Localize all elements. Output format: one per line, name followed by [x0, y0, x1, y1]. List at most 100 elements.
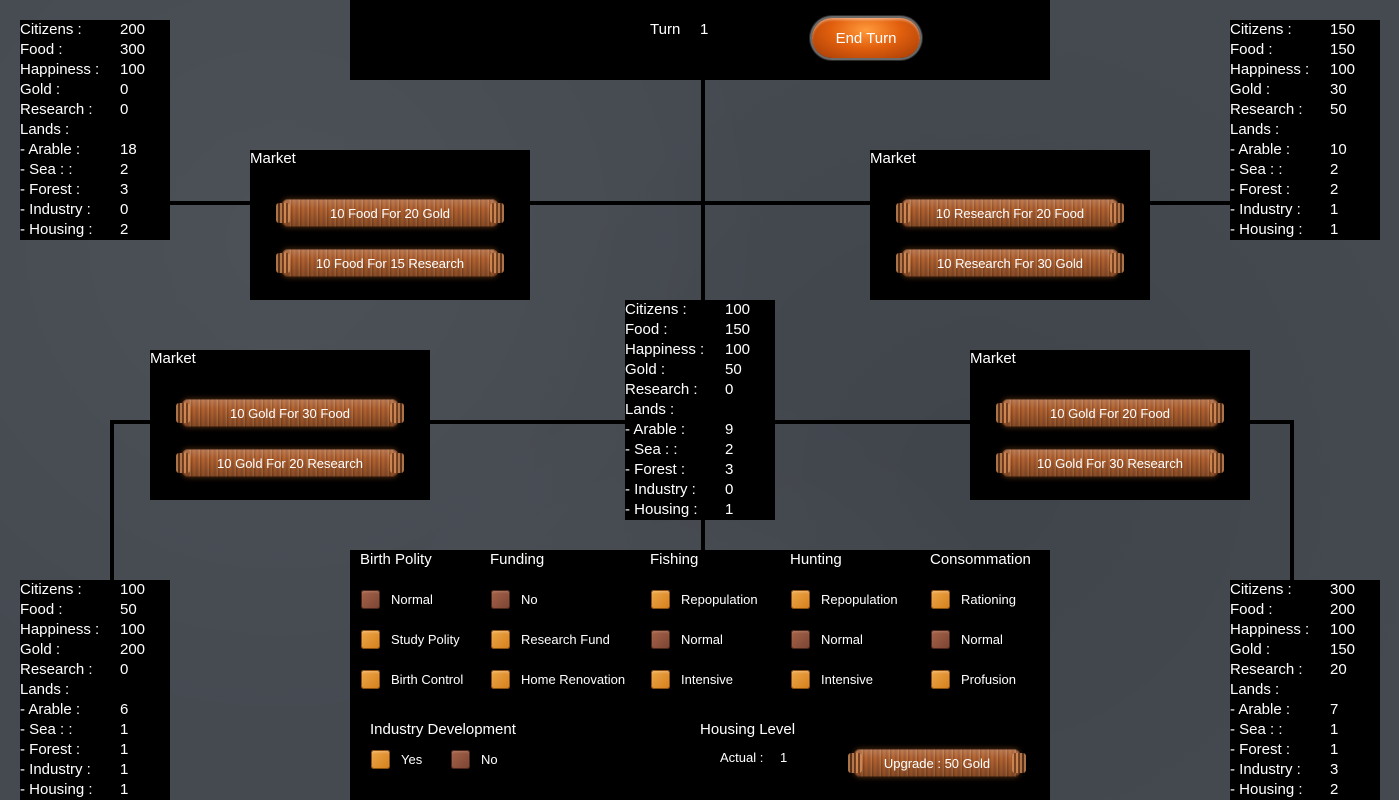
hunting-option-normal[interactable]: Normal: [791, 630, 863, 649]
trade-button[interactable]: 10 Gold For 20 Research: [176, 449, 404, 477]
industry-option-yes[interactable]: Yes: [371, 750, 422, 769]
checkbox[interactable]: [491, 670, 510, 689]
gold-label: Gold :: [1230, 81, 1271, 98]
birth-polity-option-normal[interactable]: Normal: [361, 590, 433, 609]
checkbox[interactable]: [371, 750, 390, 769]
citizens-value: 300: [1330, 581, 1356, 598]
city-stats-top-left: Citizens :200 Food :300 Happiness :100 G…: [20, 20, 170, 240]
research-label: Research :: [1230, 661, 1303, 678]
industry-label: - Industry :: [20, 201, 91, 218]
sea-value: 1: [1330, 721, 1339, 738]
forest-label: - Forest :: [20, 181, 81, 198]
trade-button[interactable]: 10 Gold For 20 Food: [996, 399, 1224, 427]
birth-polity-option-control[interactable]: Birth Control: [361, 670, 463, 689]
industry-value: 1: [1330, 201, 1339, 218]
housing-label: - Housing :: [625, 501, 698, 518]
housing-actual-value: 1: [780, 750, 788, 765]
market-mid-left: Market 10 Gold For 30 Food 10 Gold For 2…: [150, 350, 430, 500]
checkbox[interactable]: [931, 630, 950, 649]
research-label: Research :: [1230, 101, 1303, 118]
checkbox[interactable]: [931, 670, 950, 689]
consommation-title: Consommation: [930, 551, 1031, 568]
turn-bar: Turn 1: [350, 0, 1050, 80]
option-label: Normal: [961, 632, 1003, 647]
forest-label: - Forest :: [20, 741, 81, 758]
checkbox[interactable]: [651, 590, 670, 609]
housing-value: 2: [120, 221, 129, 238]
birth-polity-option-study[interactable]: Study Polity: [361, 630, 460, 649]
industry-development-title: Industry Development: [370, 721, 516, 738]
trade-button[interactable]: 10 Gold For 30 Research: [996, 449, 1224, 477]
happiness-value: 100: [1330, 61, 1356, 78]
checkbox[interactable]: [491, 590, 510, 609]
checkbox[interactable]: [361, 630, 380, 649]
arable-label: - Arable :: [1230, 701, 1291, 718]
trade-button[interactable]: 10 Food For 20 Gold: [276, 199, 504, 227]
trade-label: 10 Gold For 20 Food: [1050, 405, 1170, 421]
option-label: Repopulation: [681, 592, 758, 607]
happiness-label: Happiness :: [625, 341, 705, 358]
funding-option-no[interactable]: No: [491, 590, 538, 609]
option-label: Normal: [681, 632, 723, 647]
checkbox[interactable]: [791, 590, 810, 609]
fishing-option-normal[interactable]: Normal: [651, 630, 723, 649]
checkbox[interactable]: [361, 670, 380, 689]
hunting-option-intensive[interactable]: Intensive: [791, 670, 873, 689]
arable-label: - Arable :: [625, 421, 686, 438]
policy-panel: Birth Polity Funding Fishing Hunting Con…: [350, 550, 1050, 800]
consommation-option-normal[interactable]: Normal: [931, 630, 1003, 649]
industry-value: 0: [725, 481, 734, 498]
consommation-option-rationing[interactable]: Rationing: [931, 590, 1016, 609]
checkbox[interactable]: [651, 630, 670, 649]
checkbox[interactable]: [361, 590, 380, 609]
fishing-option-repopulation[interactable]: Repopulation: [651, 590, 758, 609]
gold-value: 0: [120, 81, 129, 98]
citizens-value: 100: [120, 581, 146, 598]
gold-label: Gold :: [20, 81, 61, 98]
trade-button[interactable]: 10 Research For 20 Food: [896, 199, 1124, 227]
option-label: Birth Control: [391, 672, 464, 687]
research-value: 20: [1330, 661, 1347, 678]
forest-value: 1: [120, 741, 129, 758]
industry-value: 0: [120, 201, 129, 218]
option-label: Intensive: [681, 672, 734, 687]
funding-option-home[interactable]: Home Renovation: [491, 670, 625, 689]
hunting-option-repopulation[interactable]: Repopulation: [791, 590, 898, 609]
fishing-option-intensive[interactable]: Intensive: [651, 670, 733, 689]
trade-button[interactable]: 10 Research For 30 Gold: [896, 249, 1124, 277]
happiness-value: 100: [725, 341, 751, 358]
arable-value: 9: [725, 421, 734, 438]
lands-label: Lands :: [1230, 121, 1280, 138]
forest-value: 2: [1330, 181, 1339, 198]
funding-option-research[interactable]: Research Fund: [491, 630, 610, 649]
market-title: Market: [150, 350, 196, 367]
happiness-label: Happiness :: [1230, 621, 1310, 638]
consommation-option-profusion[interactable]: Profusion: [931, 670, 1016, 689]
trade-button[interactable]: 10 Food For 15 Research: [276, 249, 504, 277]
citizens-label: Citizens :: [1230, 21, 1292, 38]
forest-value: 1: [1330, 741, 1339, 758]
research-label: Research :: [20, 661, 93, 678]
option-label: Profusion: [961, 672, 1016, 687]
sea-label: - Sea : :: [1230, 161, 1283, 178]
checkbox[interactable]: [451, 750, 470, 769]
market-mid-right: Market 10 Gold For 20 Food 10 Gold For 3…: [970, 350, 1250, 500]
checkbox[interactable]: [491, 630, 510, 649]
option-label: Repopulation: [821, 592, 898, 607]
housing-value: 1: [120, 781, 129, 798]
industry-option-no[interactable]: No: [451, 750, 498, 769]
food-value: 200: [1330, 601, 1356, 618]
checkbox[interactable]: [651, 670, 670, 689]
hunting-title: Hunting: [790, 551, 842, 568]
checkbox[interactable]: [931, 590, 950, 609]
forest-label: - Forest :: [1230, 741, 1291, 758]
trade-label: 10 Gold For 30 Food: [230, 405, 350, 421]
checkbox[interactable]: [791, 670, 810, 689]
industry-label: - Industry :: [1230, 201, 1301, 218]
trade-button[interactable]: 10 Gold For 30 Food: [176, 399, 404, 427]
upgrade-housing-button[interactable]: Upgrade : 50 Gold: [848, 749, 1026, 777]
food-label: Food :: [20, 41, 63, 58]
end-turn-button[interactable]: End Turn: [812, 18, 920, 58]
checkbox[interactable]: [791, 630, 810, 649]
happiness-label: Happiness :: [20, 621, 100, 638]
